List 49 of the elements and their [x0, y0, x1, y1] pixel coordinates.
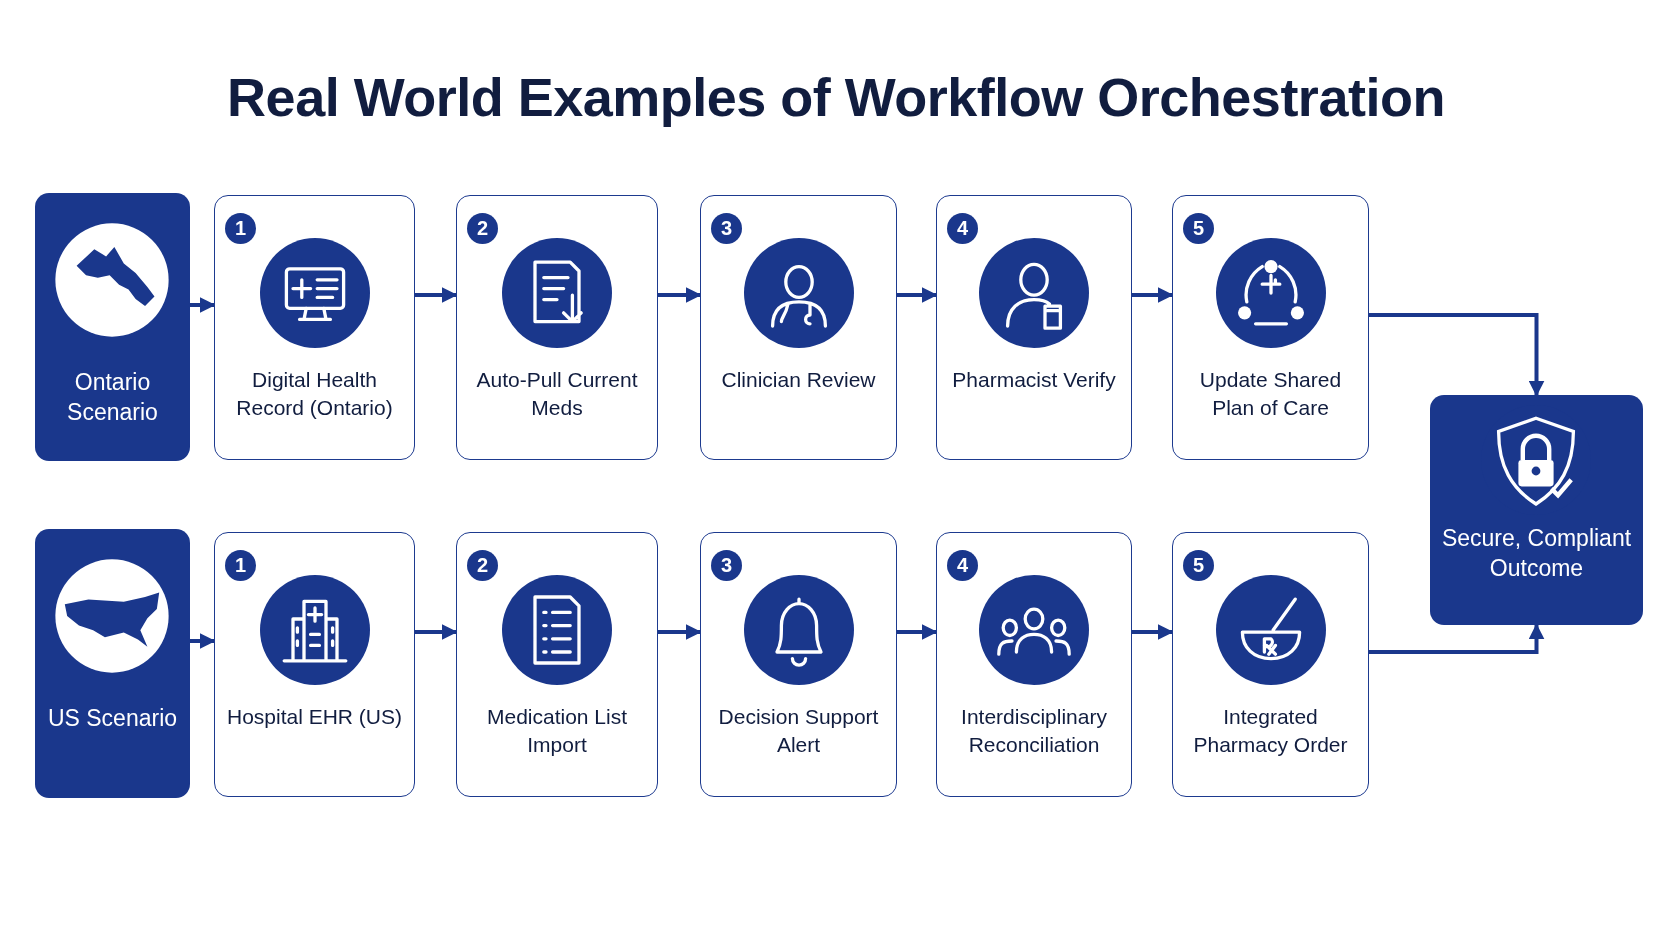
step-card — [700, 532, 897, 797]
step-card — [214, 532, 415, 797]
arrow — [1132, 287, 1174, 303]
title: Real World Examples of Workflow Orchestration — [226, 66, 1446, 128]
step-card — [936, 195, 1132, 460]
step-label: Hospital EHR (US) — [225, 704, 403, 730]
step-label: Digital Health Record (Ontario) — [235, 367, 394, 421]
scenario-card — [35, 193, 190, 461]
step-number: 5 — [1183, 550, 1214, 581]
step-label: Interdisciplinary Reconciliation — [960, 704, 1108, 758]
step-label: Pharmacist Verify — [951, 367, 1117, 393]
step-card — [936, 532, 1132, 797]
outcome-label: Secure, Compliant Outcome — [1440, 524, 1633, 583]
outcome-card — [1430, 395, 1643, 625]
step-card — [214, 195, 415, 460]
step-label: Clinician Review — [720, 367, 877, 393]
step-label: Decision Support Alert — [717, 704, 880, 758]
step-number: 1 — [225, 550, 256, 581]
step-label: Medication List Import — [485, 704, 629, 758]
arrow — [190, 297, 216, 313]
step-card — [456, 532, 658, 797]
arrow — [897, 624, 938, 640]
step-number: 3 — [711, 213, 742, 244]
step-number: 3 — [711, 550, 742, 581]
step-card — [700, 195, 897, 460]
arrow — [897, 287, 938, 303]
arrow — [658, 624, 702, 640]
step-number: 2 — [467, 213, 498, 244]
arrow — [1369, 313, 1545, 397]
step-card — [1172, 195, 1369, 460]
step-number: 4 — [947, 550, 978, 581]
arrow — [190, 633, 216, 649]
step-card — [1172, 532, 1369, 797]
scenario-label: US Scenario — [46, 704, 179, 733]
step-card — [456, 195, 658, 460]
step-number: 5 — [1183, 213, 1214, 244]
arrow — [1132, 624, 1174, 640]
step-label: Update Shared Plan of Care — [1198, 367, 1343, 421]
step-label: Auto-Pull Current Meds — [475, 367, 639, 421]
step-number: 2 — [467, 550, 498, 581]
arrow — [415, 624, 458, 640]
arrow — [658, 287, 702, 303]
step-number: 4 — [947, 213, 978, 244]
arrow — [415, 287, 458, 303]
scenario-card — [35, 529, 190, 798]
scenario-label: Ontario Scenario — [66, 368, 159, 427]
step-label: Integrated Pharmacy Order — [1192, 704, 1349, 758]
step-number: 1 — [225, 213, 256, 244]
arrow — [1369, 623, 1545, 654]
